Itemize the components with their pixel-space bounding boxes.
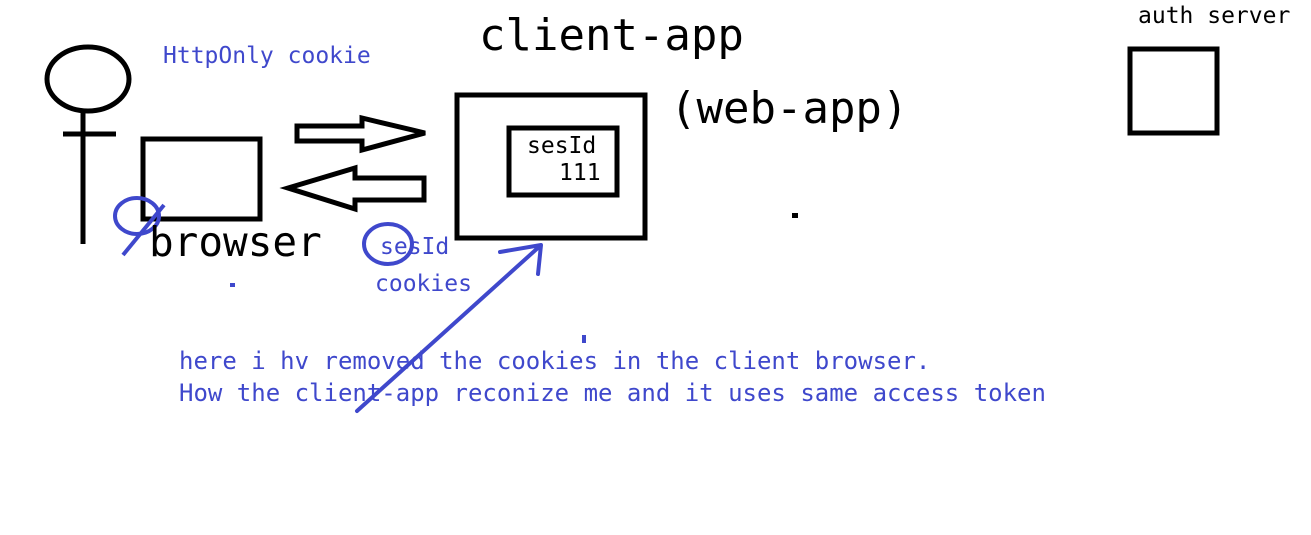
cookie-label-line2: cookies	[375, 271, 472, 297]
blue-dot-2	[582, 335, 586, 343]
blue-annotations	[113, 196, 586, 413]
blue-dot-1	[230, 283, 235, 287]
note-line-1: here i hv removed the cookies in the cli…	[179, 347, 931, 375]
user-head	[44, 44, 132, 114]
auth-server-label: auth server	[1138, 3, 1291, 29]
sesid-circle	[362, 222, 414, 266]
session-value-label: 111	[559, 160, 601, 186]
session-store-box	[506, 125, 620, 198]
client-app-box	[454, 92, 648, 241]
response-arrow	[279, 164, 427, 213]
note-line-2: How the client-app reconize me and it us…	[179, 379, 1046, 407]
question-arrow	[355, 243, 543, 413]
session-key-label: sesId	[527, 133, 597, 159]
browser-label: browser	[149, 218, 322, 266]
httponly-cookie-label: HttpOnly cookie	[163, 43, 371, 69]
browser-cookie-strike	[121, 203, 166, 257]
request-arrow	[294, 114, 426, 154]
browser-cookie-circle	[113, 196, 161, 236]
user-stick-figure	[44, 44, 132, 244]
web-app-subtitle: (web-app)	[670, 83, 909, 134]
cookie-label-line1: sesId	[380, 234, 450, 260]
client-app-title: client-app	[479, 10, 744, 61]
auth-server-box	[1127, 46, 1220, 136]
stray-dot	[792, 213, 798, 218]
browser-box	[140, 136, 263, 222]
